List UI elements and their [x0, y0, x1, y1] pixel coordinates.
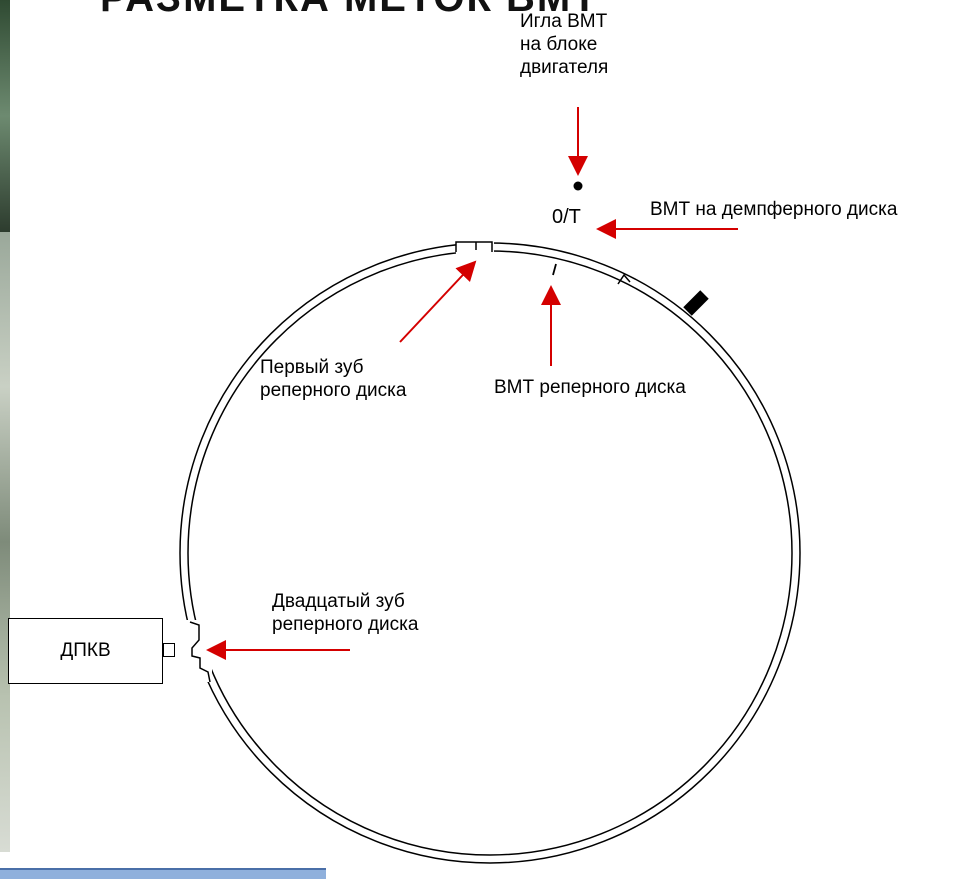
twentieth-tooth-label: Двадцатый зуб реперного диска: [272, 591, 419, 635]
damper-tdc-label: ВМТ на демпферного диска: [650, 199, 898, 220]
background-fragment-dark: [0, 0, 10, 232]
top-right-notch: [617, 273, 631, 285]
first-tooth-arrow: [399, 260, 477, 343]
needle-label: Игла ВМТ на блоке двигателя: [520, 11, 609, 78]
background-fragment-light: [0, 232, 10, 852]
first-tooth-gap: [455, 238, 494, 258]
zero-t-label: 0/Т: [552, 206, 581, 228]
ref-tdc-tick: [552, 263, 557, 276]
needle-dot: [573, 181, 583, 191]
reference-disc-outline: [187, 250, 793, 856]
damper-disc-outline: [179, 242, 801, 864]
crank-sensor-tip: [163, 643, 175, 657]
crank-sensor-box: ДПКВ: [8, 618, 163, 684]
page-title-fragment: РАЗМЕТКА МЕТОК ВМТ: [100, 0, 599, 21]
first-tooth-label: Первый зуб реперного диска: [260, 357, 407, 401]
bottom-bar: [0, 868, 326, 879]
ref-tdc-label: ВМТ реперного диска: [494, 377, 686, 398]
crank-sensor-label: ДПКВ: [60, 640, 111, 661]
twentieth-tooth-gap: [184, 620, 212, 683]
damper-mark: [683, 290, 709, 316]
